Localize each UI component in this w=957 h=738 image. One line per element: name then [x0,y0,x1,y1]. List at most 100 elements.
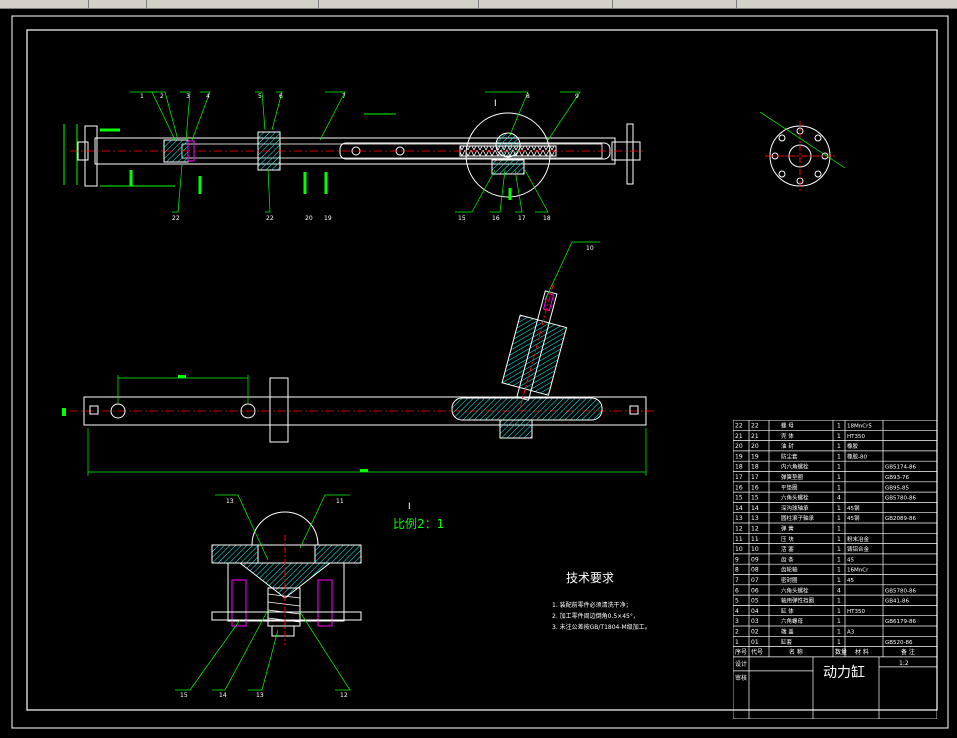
balloon: 22 [172,215,180,222]
bom-name: 油 封 [781,442,794,450]
toolbar-separator [146,0,147,8]
lower-housing [499,419,533,439]
bom-standard: GB5174-86 [885,465,917,471]
bom-name: 螺 母 [781,422,794,430]
bom-header-note: 备 注 [901,648,915,656]
top-section-view [63,91,645,213]
bom-name: 缸套 [781,638,793,646]
bom-name: 内六角螺栓 [781,463,809,471]
bom-standard: GB520-86 [885,640,913,646]
bom-seq: 7 [735,577,739,584]
bom-code: 12 [751,526,759,533]
balloon: 1 [140,93,144,100]
bom-code: 09 [751,556,759,563]
centerline [519,284,554,409]
detail-bolt-left [231,579,247,627]
square-end [629,405,639,415]
bom-code: 08 [751,567,759,574]
bom-material: 16MnCr [847,568,869,574]
bom-code: 21 [751,433,759,440]
bom-name: 端 盖 [781,628,794,636]
detail-label: I [408,502,411,512]
bom-code: 15 [751,495,759,502]
title-block-design: 设计 [735,660,747,668]
bom-standard: GB5780-86 [885,588,917,594]
bom-seq: 1 [735,639,739,646]
bom-qty: 1 [837,474,841,481]
bom-qty: 1 [837,464,841,471]
flange-end-view [759,111,846,191]
bom-material: 45 [847,578,854,584]
balloon: 2 [160,93,164,100]
balloon: 6 [279,93,283,100]
bom-qty: 1 [837,639,841,646]
bom-qty: 1 [837,526,841,533]
bom-seq: 5 [735,598,739,605]
spring-coil [267,593,301,599]
bom-standard: GB2089-86 [885,516,917,522]
bom-seq: 14 [735,505,743,512]
bom-name: 圆柱滚子轴承 [781,514,815,522]
bom-code: 07 [751,577,759,584]
tech-requirements: 技术要求 1. 装配前零件必须清洗干净； 2. 加工零件周边倒角0.5×45°，… [552,569,722,633]
bom-name: 缸 体 [781,607,794,615]
dimension-tick [360,469,368,472]
bom-name: 六角头螺栓 [781,494,809,502]
bom-seq: 16 [735,484,743,491]
bom-material: 45钢 [847,504,860,512]
bom-name: 轴用弹性挡圈 [781,597,815,605]
bom-name: 平垫圈 [781,483,798,491]
balloon: 15 [458,215,466,222]
bom-code: 03 [751,618,759,625]
bom-standard: GB95-85 [885,485,910,491]
bom-seq: 2 [735,629,739,636]
end-flange-left [84,125,98,187]
balloon: 17 [518,215,526,222]
bom-code: 17 [751,474,759,481]
bom-qty: 1 [837,598,841,605]
bom-code: 13 [751,515,759,522]
balloon: 13 [226,498,234,505]
bom-name: 六角头螺栓 [781,586,809,594]
bom-header-seq: 序号 [735,648,747,656]
flange-bolt-hole [778,134,786,142]
bom-code: 11 [751,536,759,543]
bom-standard: GB41-86 [885,599,910,605]
bom-seq: 8 [735,567,739,574]
tech-item: 3. 未注公差按GB/T1804-M级加工。 [552,624,651,631]
bom-seq: 10 [735,546,743,553]
balloon: 11 [336,498,344,505]
bom-code: 19 [751,453,759,460]
sheet-outer-border [11,15,949,729]
window-toolbar [0,0,957,9]
detail-bolt-right [317,579,333,627]
bom-seq: 21 [735,433,743,440]
pinion-assembly [501,284,568,409]
balloon: 4 [206,93,210,100]
bom-name: 密封圈 [781,576,798,584]
bom-seq: 22 [735,423,743,430]
bom-qty: 1 [837,546,841,553]
bom-seq: 20 [735,443,743,450]
bom-material: 铸铝合金 [847,545,870,553]
title-block-check: 审核 [735,674,747,682]
bom-code: 01 [751,639,759,646]
cad-drawing-canvas[interactable]: I I 比例2：1 1 2 3 4 5 6 7 8 9 15 16 17 18 … [0,9,957,734]
bom-material: HT350 [847,434,865,440]
rack-teeth [451,397,603,421]
bom-standard: GB6179-86 [885,619,917,625]
bom-code: 22 [751,423,759,430]
bom-material: 橡胶 [847,442,859,450]
bom-header-code: 代号 [751,648,763,656]
flange-bolt-hole [778,170,786,178]
bom-code: 20 [751,443,759,450]
bom-standard: GB5780-86 [885,496,917,502]
dimension-tick [178,375,186,378]
bom-code: 02 [751,629,759,636]
tech-item: 2. 加工零件周边倒角0.5×45°， [552,613,639,620]
bom-qty: 1 [837,577,841,584]
drawing-sheet [11,15,949,729]
bom-material: 18MnCr5 [847,424,872,430]
end-bracket [626,123,634,185]
